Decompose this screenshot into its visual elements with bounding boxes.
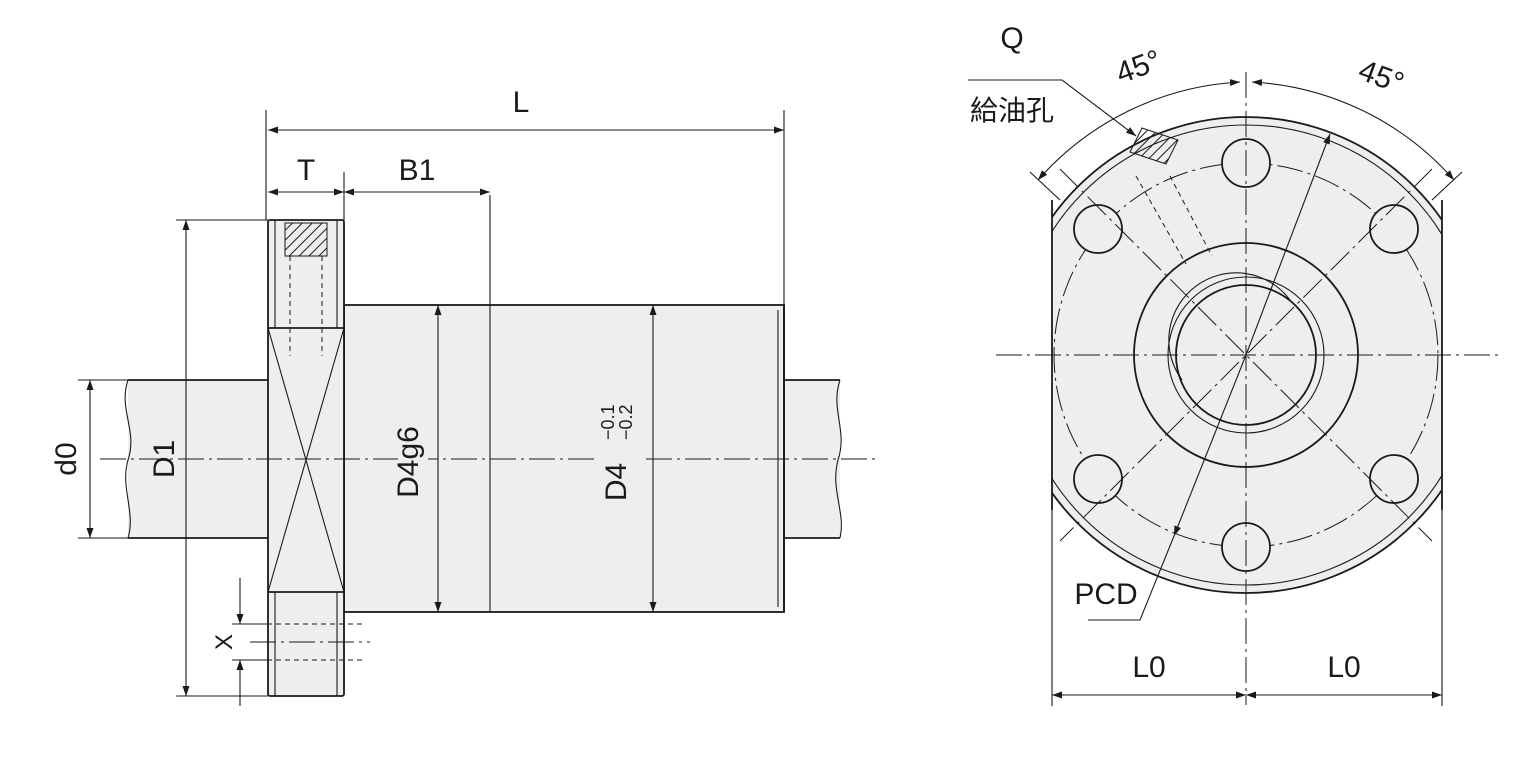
oil-hole-hatch — [284, 222, 328, 257]
label-oil-hole: 給油孔 — [970, 94, 1054, 127]
pcd-leader: PCD — [1074, 133, 1331, 621]
label-L0-left: L0 — [1132, 651, 1165, 684]
dim-L: L — [265, 86, 784, 220]
label-Q: Q — [1000, 22, 1023, 55]
label-L: L — [513, 86, 530, 119]
dim-T: T — [268, 154, 345, 220]
dim-D1: D1 — [148, 219, 268, 697]
side-view: Q 給油孔 45° 45° PCD L0 L0 — [968, 22, 1498, 706]
dim-D4g6: D4g6 — [392, 305, 442, 612]
label-angle-right: 45° — [1354, 54, 1408, 101]
bolt-hole-lower-right — [1369, 454, 1419, 504]
flange — [250, 219, 370, 697]
dim-B1: B1 — [344, 154, 490, 196]
dim-X: X — [211, 578, 268, 706]
label-D1: D1 — [148, 440, 181, 478]
bolt-hole-lower-left — [1073, 454, 1123, 504]
label-D4: D4 — [600, 463, 633, 501]
label-angle-left: 45° — [1112, 44, 1166, 91]
dim-L0: L0 L0 — [1051, 510, 1443, 706]
label-D4-lower-tol: −0.2 — [616, 404, 636, 440]
dim-D4: D4 −0.1 −0.2 — [598, 305, 657, 612]
bolt-hole-upper-left — [1073, 204, 1123, 254]
label-T: T — [297, 154, 315, 187]
bolt-hole-upper-right — [1369, 204, 1419, 254]
label-PCD: PCD — [1074, 578, 1137, 611]
label-d0: d0 — [50, 442, 83, 475]
label-L0-right: L0 — [1327, 651, 1360, 684]
label-X: X — [211, 634, 238, 650]
front-view: L T B1 d0 D1 — [50, 86, 880, 706]
label-B1: B1 — [399, 154, 436, 187]
label-D4g6: D4g6 — [392, 426, 425, 498]
label-D4-upper-tol: −0.1 — [598, 404, 618, 440]
dim-d0: d0 — [50, 379, 128, 539]
